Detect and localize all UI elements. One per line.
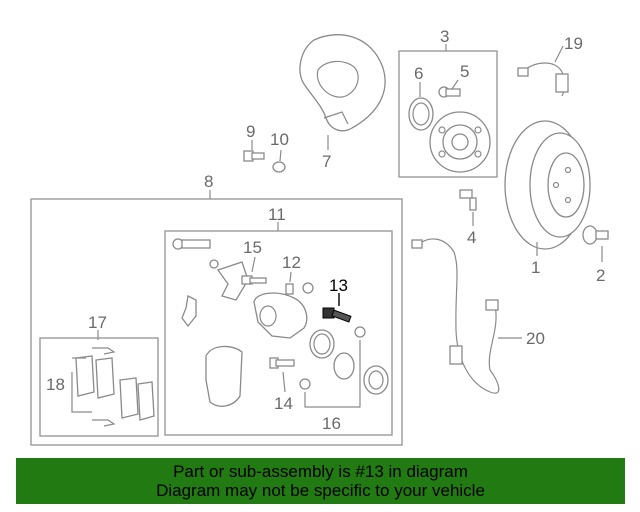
caliper-body-part[interactable] [253,292,308,339]
bleeder-12-part[interactable] [285,283,294,295]
hub-bolt-part[interactable] [438,86,461,98]
cap-part[interactable] [302,282,314,294]
callout-17: 17 [88,313,107,332]
caliper-bracket-part[interactable] [216,261,249,301]
bolt-14-part[interactable] [269,357,295,369]
dust-boot-part[interactable] [363,365,389,395]
box-3-hub [398,50,498,178]
piston-part[interactable] [309,329,335,359]
sleeve-part[interactable] [299,378,311,390]
brake-pad-left-part[interactable] [75,355,115,399]
callout-10: 10 [270,130,289,149]
callout-19: 19 [564,34,583,53]
callout-18: 18 [46,375,65,394]
leader-18 [71,372,92,413]
callout-8: 8 [204,172,213,191]
guide-pin-part[interactable] [172,238,219,269]
dust-shield-part[interactable] [299,34,386,132]
bolt-15-part[interactable] [241,275,267,285]
callout-5: 5 [460,62,469,81]
callout-12: 12 [282,253,301,272]
callout-4: 4 [467,228,476,247]
leader-19 [554,45,564,63]
callout-3: 3 [440,27,449,46]
rotor-screw-part[interactable] [582,225,609,245]
callout-7: 7 [322,152,331,171]
abs-sensor-cable-20-part[interactable] [411,238,500,394]
tone-ring-part[interactable] [408,97,434,131]
brake-rotor-part[interactable] [504,120,591,250]
banner-line-2: Diagram may not be specific to your vehi… [156,481,485,500]
notice-banner: Part or sub-assembly is #13 in diagram D… [16,458,625,504]
callout-15: 15 [243,238,262,257]
brake-pad-right-part[interactable] [119,377,155,421]
callout-20: 20 [526,329,545,348]
parts-diagram: 1 2 3 4 5 6 7 8 9 10 11 12 13 14 15 16 1… [30,27,609,446]
pad-clip-top-part[interactable] [92,347,116,355]
box-8-caliper-assembly [30,198,403,446]
banner-line-1: Part or sub-assembly is #13 in diagram [173,462,468,481]
hub-mount-bolt-part[interactable] [459,189,477,211]
bracket-small-part[interactable] [181,295,197,328]
nut-part[interactable] [354,326,366,338]
washer-10-part[interactable] [272,161,286,173]
callout-6: 6 [414,64,423,83]
leader-12 [289,271,292,283]
wheel-speed-sensor-19-part[interactable] [517,62,569,97]
callout-16: 16 [322,414,341,433]
caliper-bolt-13-part[interactable] [322,307,352,323]
leader-15 [251,256,256,273]
callout-9: 9 [246,122,255,141]
callout-1: 1 [531,258,540,277]
piston-seal-part[interactable] [333,352,355,380]
hub-bearing-part[interactable] [429,111,491,173]
callout-13: 13 [329,276,348,295]
leader-5 [451,79,459,90]
bolt-9-part[interactable] [243,150,265,162]
callout-11: 11 [268,205,286,224]
callout-2: 2 [596,266,605,285]
callout-14: 14 [274,394,293,413]
pad-clip-bottom-part[interactable] [92,419,116,427]
leader-16 [304,340,361,408]
leader-10 [279,149,282,162]
box-17-pad-kit [39,337,159,437]
leader-14 [282,371,286,393]
pad-shim-left-part[interactable] [205,345,243,407]
